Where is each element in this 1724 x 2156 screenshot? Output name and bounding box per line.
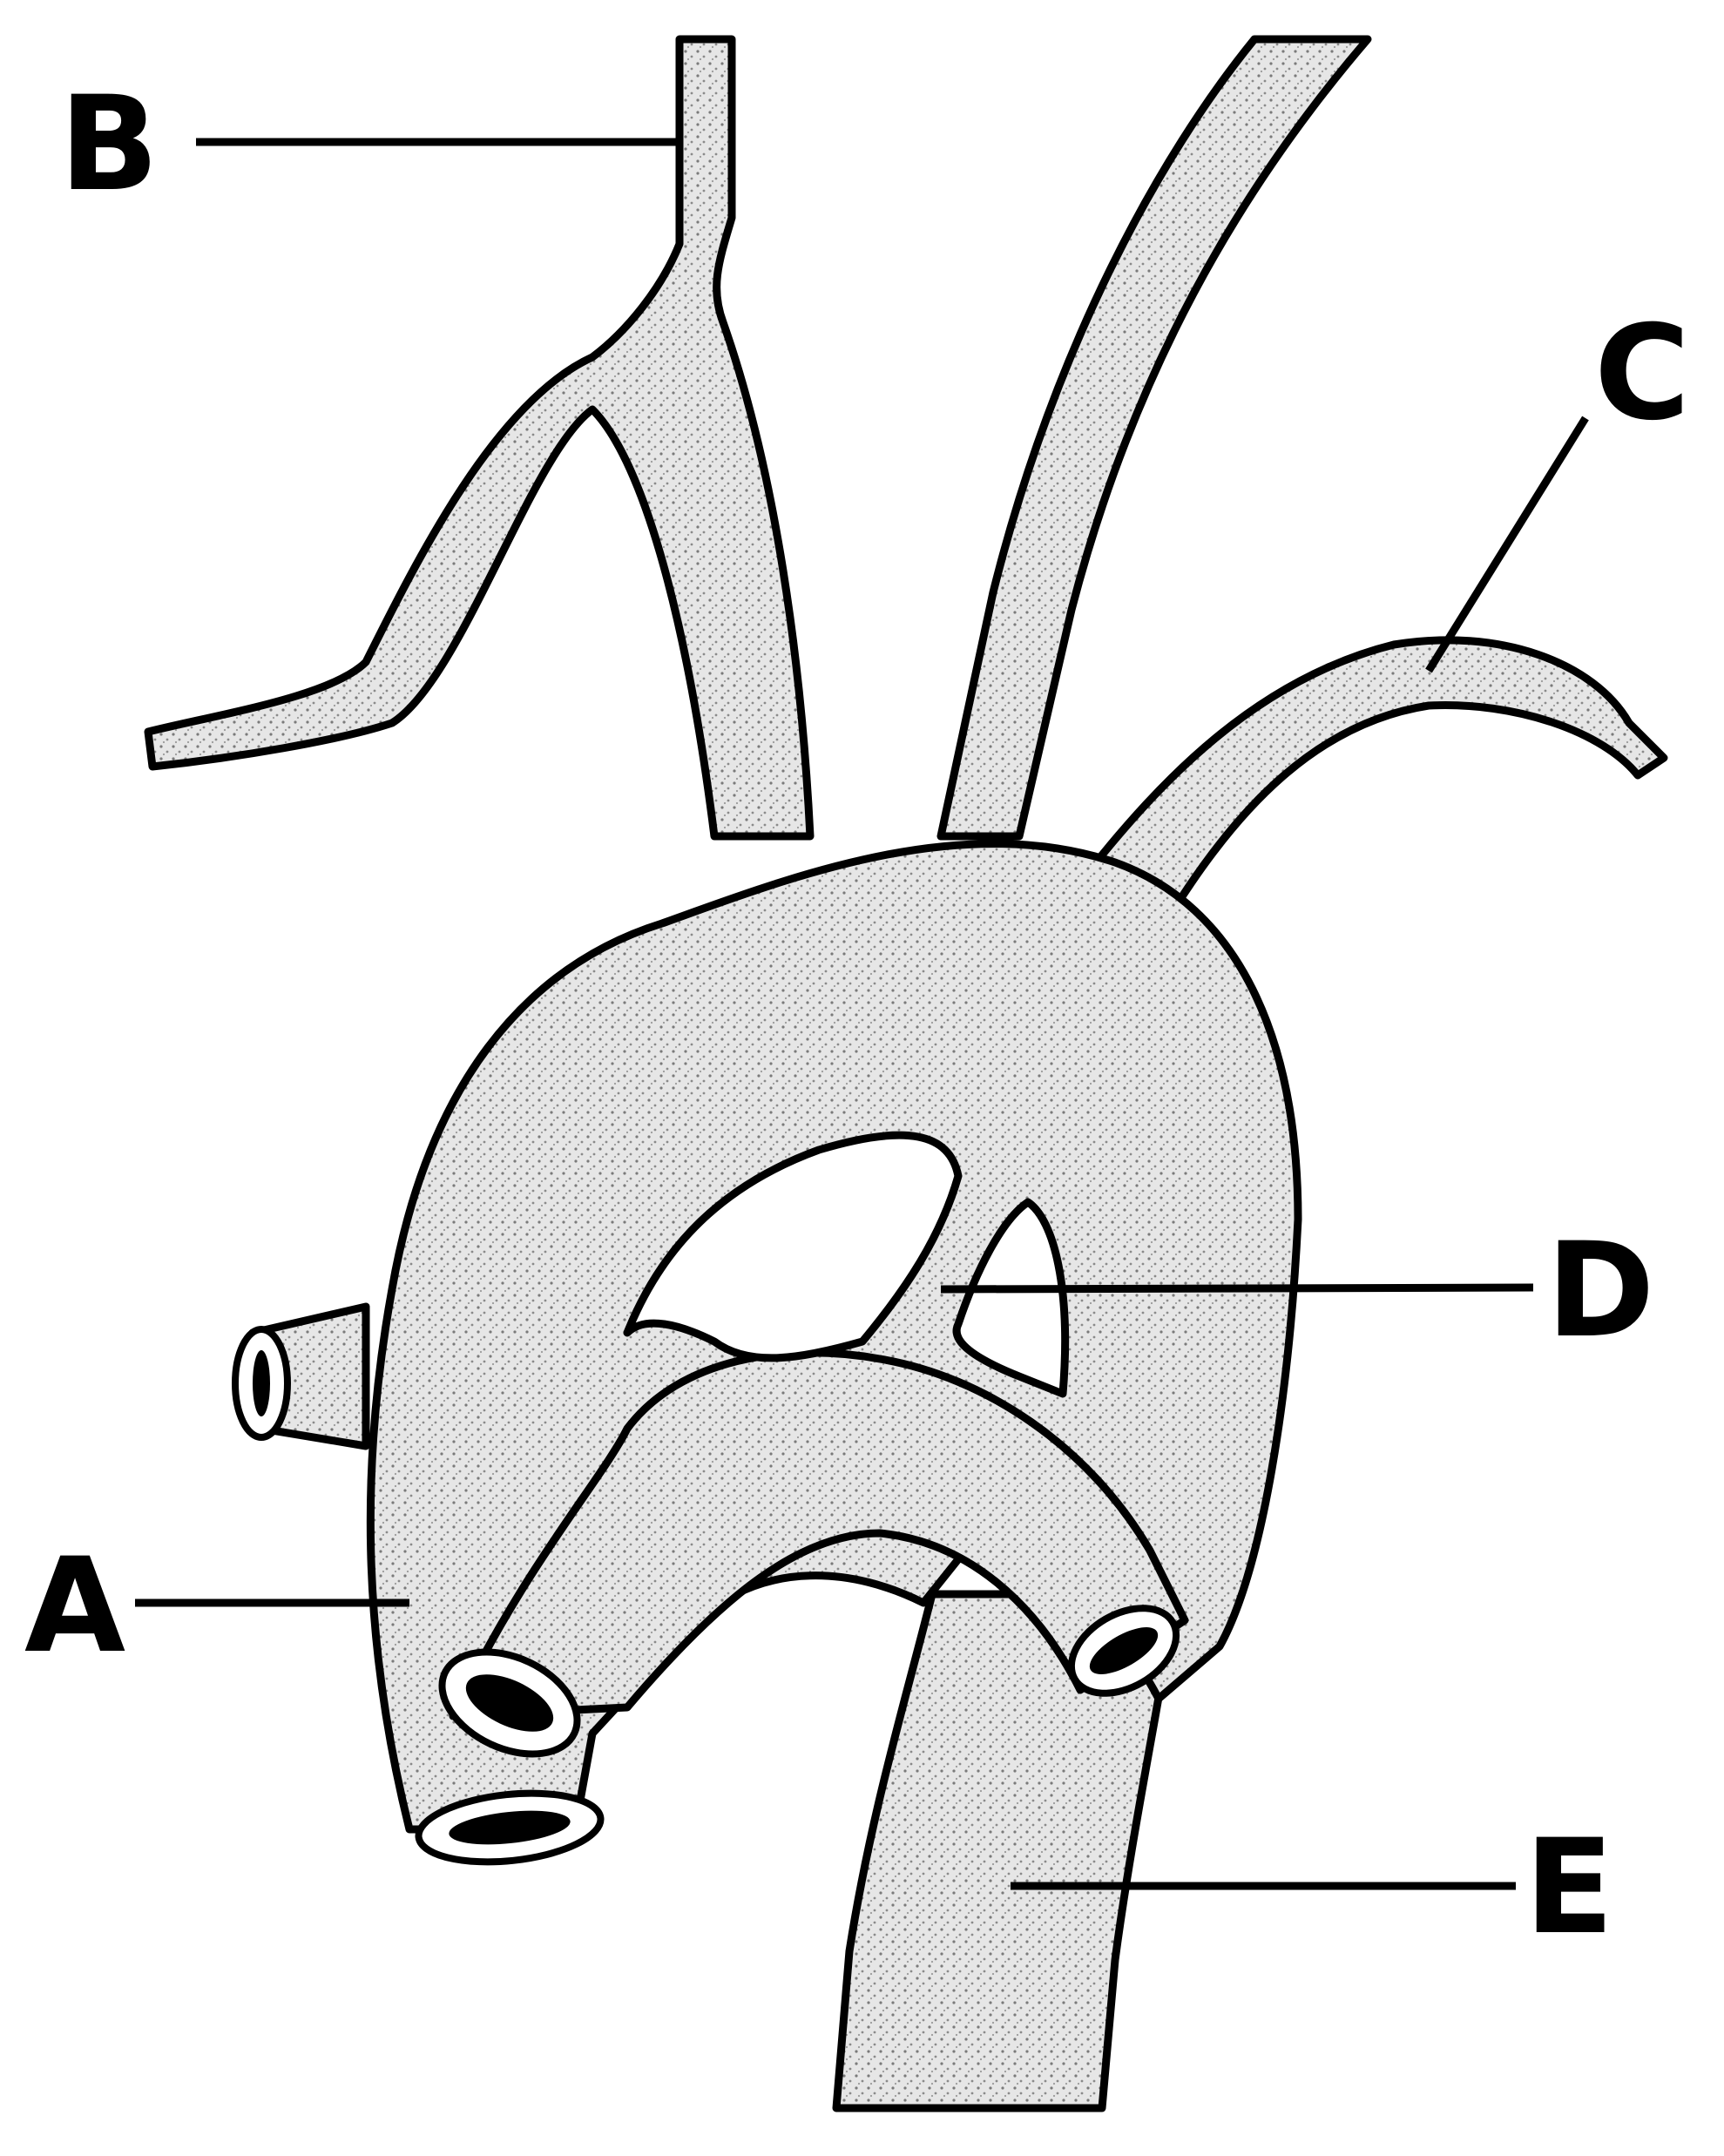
label-e: E — [1525, 1812, 1613, 1963]
side-vessel-lumen-center — [253, 1350, 270, 1416]
ductus-opening — [952, 1198, 1070, 1398]
label-d: D — [1546, 1215, 1655, 1367]
leader-line-c — [1425, 416, 1589, 673]
left-common-carotid-artery — [936, 35, 1372, 841]
aortic-root-cut-end-center — [449, 1810, 571, 1845]
label-a: A — [24, 1531, 125, 1682]
pulmonary-trunk — [449, 1348, 1189, 1720]
right-pulmonary-cut-end-center — [1089, 1627, 1159, 1674]
brachiocephalic-trunk — [144, 35, 815, 841]
arch-opening — [623, 1131, 963, 1362]
left-pulmonary-cut-end-center — [465, 1674, 554, 1732]
label-b: B — [59, 69, 159, 220]
left-subclavian-artery — [1085, 636, 1668, 910]
leader-line-d — [940, 1283, 1534, 1294]
label-c: C — [1594, 298, 1690, 449]
